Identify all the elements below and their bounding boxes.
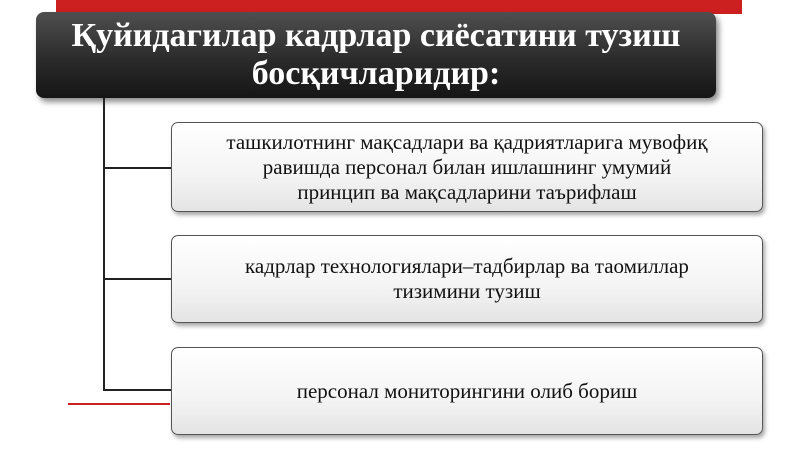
- step-3-text: персонал мониторингини олиб бориш: [289, 379, 646, 404]
- step-2-text: кадрлар технологиялари–тадбирлар ва таом…: [237, 254, 697, 304]
- step-1-text: ташкилотнинг мақсадлари ва қадриятларига…: [218, 130, 715, 205]
- title-banner: Қуйидагилар кадрлар сиёсатини тузиш босқ…: [36, 12, 716, 98]
- step-1-line-1: ташкилотнинг мақсадлари ва қадриятларига…: [226, 129, 708, 154]
- title-line-1: Қуйидагилар кадрлар сиёсатини тузиш: [71, 17, 681, 54]
- connector-branch-3: [103, 389, 171, 391]
- step-3-line-1: персонал мониторингини олиб бориш: [296, 378, 638, 403]
- title-line-2: босқичларидир:: [251, 55, 501, 92]
- top-red-bar: [56, 0, 742, 14]
- step-box-3: персонал мониторингини олиб бориш: [171, 347, 763, 435]
- step-box-1: ташкилотнинг мақсадлари ва қадриятларига…: [171, 122, 763, 212]
- connector-vertical: [103, 98, 105, 389]
- step-box-2: кадрлар технологиялари–тадбирлар ва таом…: [171, 235, 763, 323]
- slide-title: Қуйидагилар кадрлар сиёсатини тузиш босқ…: [62, 17, 691, 93]
- step-2-line-1: кадрлар технологиялари–тадбирлар ва таом…: [245, 254, 689, 278]
- connector-branch-1: [103, 167, 171, 169]
- bottom-red-accent-line: [68, 403, 170, 405]
- step-1-line-3: принцип ва мақсадларини таърифлаш: [297, 179, 637, 204]
- step-2-line-2: тизимини тузиш: [393, 279, 541, 303]
- step-1-line-2: равишда персонал билан ишлашнинг умумий: [262, 154, 672, 179]
- connector-branch-2: [103, 278, 171, 280]
